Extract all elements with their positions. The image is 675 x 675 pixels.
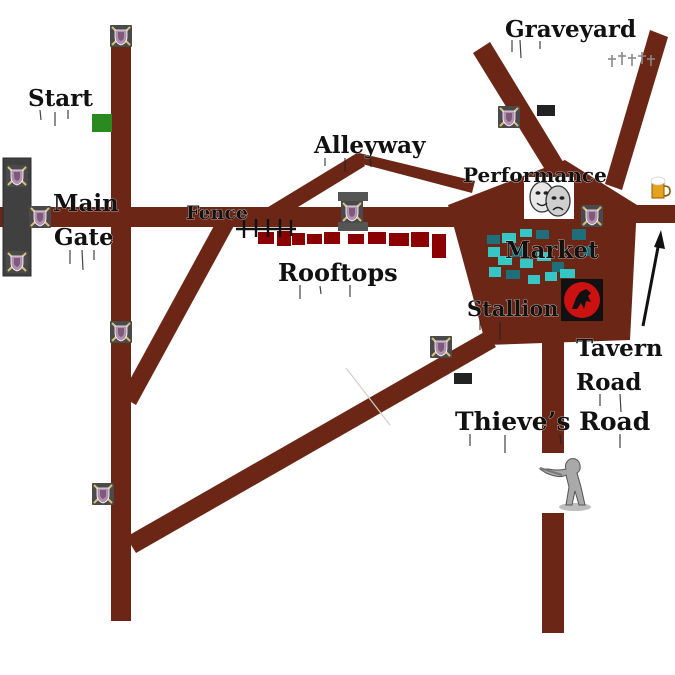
label-fence: Fence [186, 202, 248, 224]
graveyard-road-left [473, 42, 568, 181]
label-rooftops: Rooftops [278, 258, 398, 287]
alleyway-road-west [255, 153, 365, 226]
label-start: Start [28, 85, 93, 112]
guard-icon-north-west-road [109, 24, 133, 48]
guard-icon-main-road-top [340, 200, 364, 224]
label-performance: Performance [463, 163, 607, 187]
guard-icon-gate-top [5, 164, 29, 188]
guard-icon-market-east [580, 204, 604, 228]
label-thieves-road: Thieve’s Road [455, 407, 650, 436]
graveyard-road-right [605, 30, 668, 190]
label-alleyway: Alleyway [313, 132, 426, 159]
fence-marker [236, 219, 296, 238]
up-arrow-icon [641, 230, 665, 327]
gate-plate [338, 192, 368, 201]
start-marker [92, 114, 112, 132]
market-stalls [487, 229, 595, 284]
rooftops [258, 231, 446, 258]
hooded-thief-figurine-icon [537, 453, 603, 513]
label-tavern: Tavern [576, 335, 663, 362]
guard-icon-gate-middle [28, 205, 52, 229]
guard-icon-west-road-mid [109, 320, 133, 344]
fence-diagonal-road [121, 213, 236, 405]
alleyway-road-east [355, 152, 475, 193]
label-gate: Gate [54, 224, 114, 251]
dark-marker-south [454, 373, 472, 384]
grave-crosses-icon [608, 52, 655, 67]
guard-icon-southwest-road [429, 335, 453, 359]
theater-masks-icon [524, 177, 574, 219]
faint-line [345, 367, 391, 426]
label-market: Market [505, 237, 599, 264]
dark-marker-north [537, 105, 555, 116]
horse-emblem-icon [561, 279, 603, 321]
label-main: Main [53, 190, 119, 217]
label-drips [39, 39, 622, 453]
guard-icon-west-road-low [91, 482, 115, 506]
label-graveyard: Graveyard [505, 16, 636, 43]
gate-plate-lower [338, 222, 368, 231]
guard-icon-gate-bottom [5, 250, 29, 274]
southwest-diagonal-road [126, 331, 496, 553]
label-stallion: Stallion [467, 296, 559, 321]
map-labels: Graveyard Start Main Gate Alleyway Perfo… [28, 16, 664, 437]
guard-icon-graveyard-road [497, 105, 521, 129]
label-road: Road [576, 369, 641, 396]
beer-mug-icon [648, 175, 672, 201]
